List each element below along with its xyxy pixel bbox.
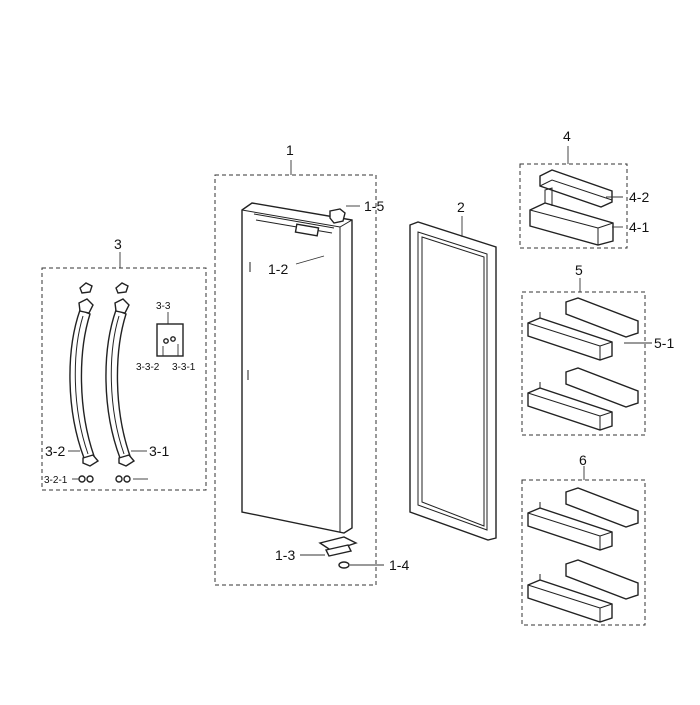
hinge-cap-1-5 [329,208,346,224]
group-6-box [521,479,646,626]
hinge-washer-1-4 [338,561,350,569]
label-1-2: 1-2 [268,261,288,277]
handle-clip-top-right [115,282,129,294]
label-3-2-1: 3-2-1 [44,475,68,486]
label-1: 1 [286,142,294,158]
handle-clip-top-left [79,282,93,294]
door-gasket-group: 2 [409,199,497,541]
lower-hinge-plate [324,544,353,557]
label-3-3-1: 3-3-1 [172,362,196,373]
bin-group-6: 6 [521,452,646,626]
label-5: 5 [575,262,583,278]
bin-group-5: 5 5-1 [521,262,674,436]
label-3: 3 [114,236,122,252]
label-2: 2 [457,199,465,215]
label-1-3: 1-3 [275,547,295,563]
handle-3-1-top-cap [114,298,130,314]
door-bin-6-lower [527,559,639,623]
handle-3-1-bottom-cap [118,454,136,467]
label-6: 6 [579,452,587,468]
label-3-1: 3-1 [149,443,169,459]
group-3-box [41,267,207,491]
label-5-1: 5-1 [654,335,674,351]
label-3-2: 3-2 [45,443,65,459]
label-4: 4 [563,128,571,144]
label-4-2: 4-2 [629,189,649,205]
door-panel [241,202,353,534]
label-1-5: 1-5 [364,198,384,214]
label-3-3-2: 3-3-2 [136,362,160,373]
handle-assembly-group: 3 3-2-1 3-2 3-1 3-3 [41,236,207,491]
label-1-4: 1-4 [389,557,409,573]
door-bin-6-upper [527,487,639,551]
handle-3-1 [105,309,131,459]
bin-group-4: 4 4-2 4-1 [519,128,649,249]
door-bin-5-1-upper [527,297,639,361]
group-1-box [214,174,377,586]
bin-4-1 [529,202,614,246]
door-gasket [409,221,497,541]
handle-3-2-bottom-cap [82,454,100,467]
lower-hinge-1-3 [318,536,358,552]
door-assembly-group: 1 1-5 1-2 1-3 1-4 [214,142,409,586]
handle-screws [78,475,131,483]
handle-screw-kit-3-3 [156,323,184,357]
handle-3-2 [69,309,95,459]
group-4-box [519,163,628,249]
label-4-1: 4-1 [629,219,649,235]
handle-3-2-top-cap [78,298,94,314]
door-top-vent [294,223,320,237]
door-bin-5-1-lower [527,367,639,431]
label-3-3: 3-3 [156,301,171,312]
